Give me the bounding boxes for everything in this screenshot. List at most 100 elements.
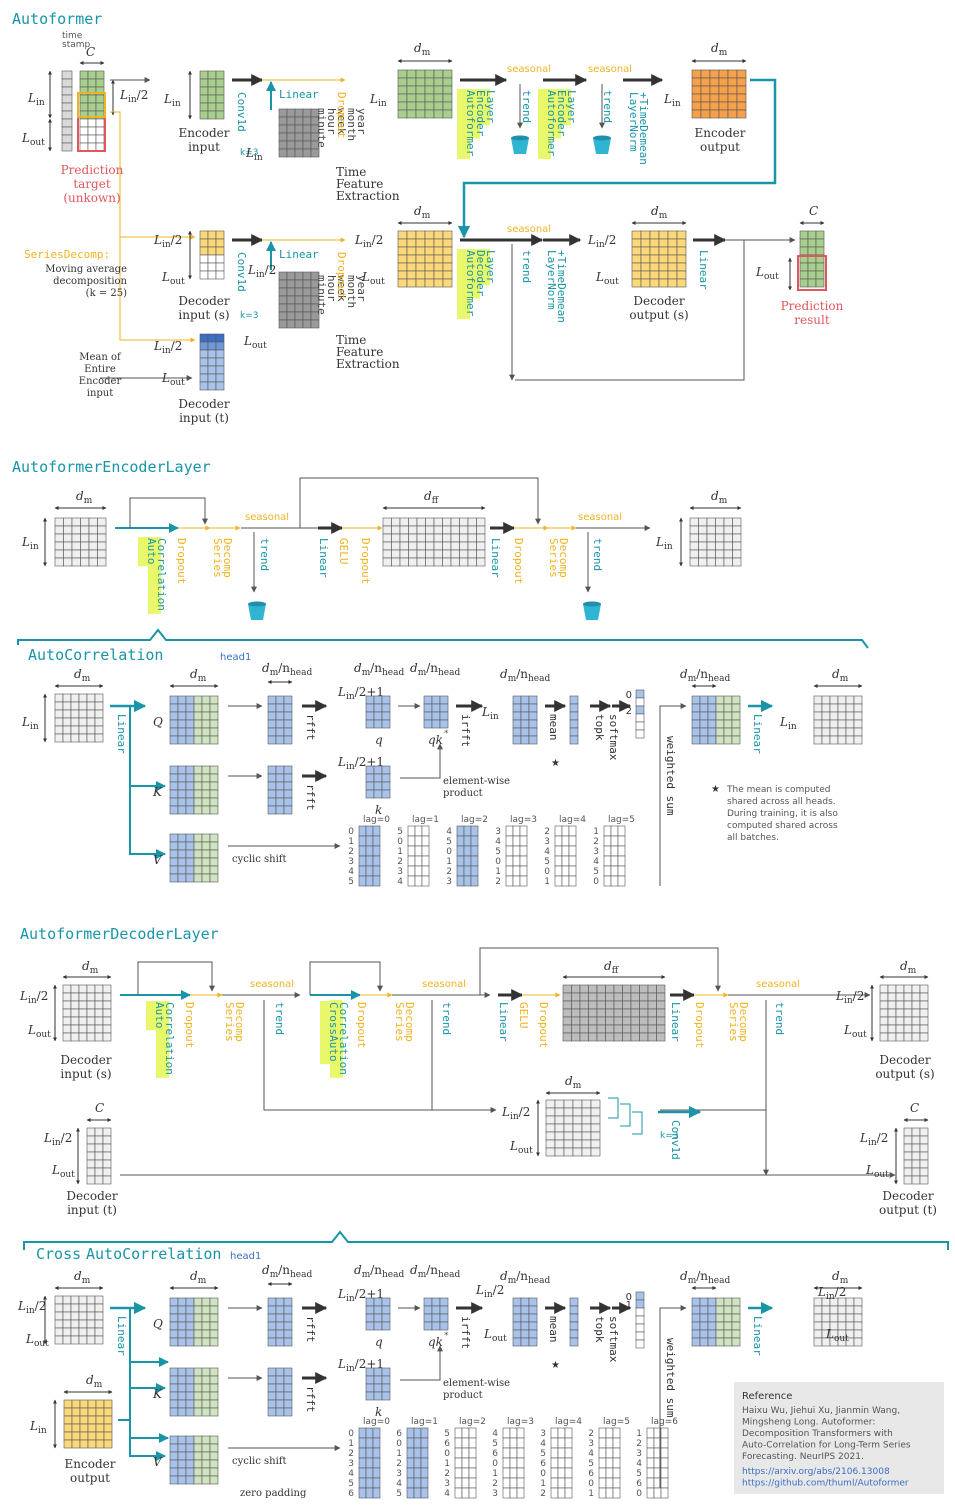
matrix-cell — [391, 517, 401, 527]
matrix-cell — [731, 695, 741, 705]
mean-of-encoder-label: Mean of — [79, 352, 122, 363]
matrix-cell — [397, 101, 408, 111]
matrix-cell — [193, 1399, 203, 1409]
matrix-cell — [442, 549, 452, 559]
seasonal-label: seasonal — [250, 979, 294, 990]
matrix-cell — [365, 855, 374, 867]
matrix-cell — [310, 148, 320, 158]
matrix-cell — [201, 1399, 211, 1409]
lag-index: 4 — [588, 1449, 594, 1459]
encoder-branch — [129, 1420, 169, 1443]
matrix-cell — [813, 727, 823, 737]
matrix-cell — [845, 703, 855, 713]
matrix-cell — [571, 984, 581, 994]
length-symbol: Lout — [27, 1023, 51, 1040]
lag-index: 4 — [348, 867, 354, 877]
matrix-cell — [605, 1477, 614, 1489]
lag-matrix — [456, 825, 479, 887]
matrix-cell — [215, 102, 225, 112]
gelu-op: GELU — [517, 1002, 530, 1029]
matrix-cell — [550, 1467, 559, 1479]
matrix-cell — [193, 1375, 203, 1385]
trash-bucket-icon — [583, 604, 601, 620]
matrix-cell — [62, 1024, 72, 1034]
matrix-cell — [372, 865, 381, 877]
length-symbol: Lout — [21, 131, 45, 148]
matrix-cell — [185, 1451, 195, 1461]
matrix-cell — [62, 992, 72, 1002]
matrix-cell — [70, 1008, 80, 1018]
matrix-cell — [199, 94, 209, 104]
matrix-cell — [391, 541, 401, 551]
lag-index: 3 — [492, 1489, 498, 1499]
matrix-cell — [193, 1313, 203, 1323]
matrix-cell — [78, 1016, 88, 1026]
matrix-cell — [605, 1487, 614, 1499]
matrix-cell — [283, 719, 293, 729]
matrix-cell — [581, 1131, 592, 1141]
series-decomp-op: Series — [727, 1002, 740, 1042]
matrix-cell — [421, 835, 430, 847]
matrix-cell — [596, 1000, 606, 1010]
matrix-cell — [476, 541, 486, 551]
matrix-cell — [199, 230, 209, 240]
lag-matrix — [358, 1427, 381, 1499]
matrix-cell — [512, 875, 521, 887]
matrix-cell — [707, 1297, 717, 1307]
matrix-cell — [209, 1443, 219, 1453]
matrix-cell — [54, 1319, 64, 1329]
matrix-cell — [723, 1305, 733, 1315]
matrix-cell — [185, 1383, 195, 1393]
lag-index: 5 — [588, 1459, 594, 1469]
matrix-cell — [414, 825, 423, 837]
matrix-cell — [169, 773, 179, 783]
k3-label: k=3 — [660, 1131, 678, 1141]
matrix-cell — [201, 1321, 211, 1331]
matrix-cell — [365, 719, 375, 729]
qkv-matrix — [169, 765, 219, 815]
matrix-cell — [550, 1427, 559, 1439]
matrix-cell — [199, 254, 209, 264]
lag-index: 6 — [492, 1449, 498, 1459]
dec-layer-output — [879, 984, 929, 1042]
matrix-cell — [358, 845, 367, 857]
time-stamp-label: stamp — [62, 40, 91, 50]
matrix-cell — [571, 1016, 581, 1026]
length-symbol: Lin — [481, 705, 499, 722]
matrix-cell — [640, 278, 651, 288]
matrix-cell — [372, 1427, 381, 1439]
matrix-cell — [581, 1123, 592, 1133]
matrix-cell — [433, 101, 444, 111]
matrix-cell — [87, 134, 97, 144]
matrix-cell — [70, 701, 80, 711]
matrix-cell — [635, 1315, 645, 1325]
matrix-cell — [563, 1147, 574, 1157]
matrix-cell — [373, 1313, 383, 1323]
matrix-cell — [700, 93, 711, 103]
length-symbol: Lin/2 — [19, 989, 48, 1006]
matrix-cell — [372, 845, 381, 857]
matrix-cell — [596, 984, 606, 994]
length-symbol: Lin/2 — [17, 1299, 46, 1316]
matrix-cell — [406, 238, 417, 248]
k-freq-matrix — [365, 765, 391, 799]
matrix-cell — [635, 689, 645, 699]
matrix-cell — [201, 1391, 211, 1401]
matrix-cell — [715, 557, 725, 567]
matrix-cell — [656, 1000, 666, 1010]
matrix-cell — [209, 703, 219, 713]
matrix-cell — [699, 711, 709, 721]
matrix-cell — [520, 703, 530, 713]
matrix-cell — [433, 533, 443, 543]
lag-index: 0 — [636, 1489, 642, 1499]
matrix-cell — [723, 695, 733, 705]
matrix-cell — [79, 1407, 89, 1417]
matrix-cell — [286, 271, 296, 281]
matrix-cell — [707, 1305, 717, 1315]
matrix-cell — [199, 341, 209, 351]
matrix-cell — [381, 711, 391, 721]
length-symbol: Lin/2 — [153, 233, 182, 250]
matrix-cell — [61, 86, 73, 96]
matrix-cell — [177, 1329, 187, 1339]
matrix-cell — [80, 525, 90, 535]
